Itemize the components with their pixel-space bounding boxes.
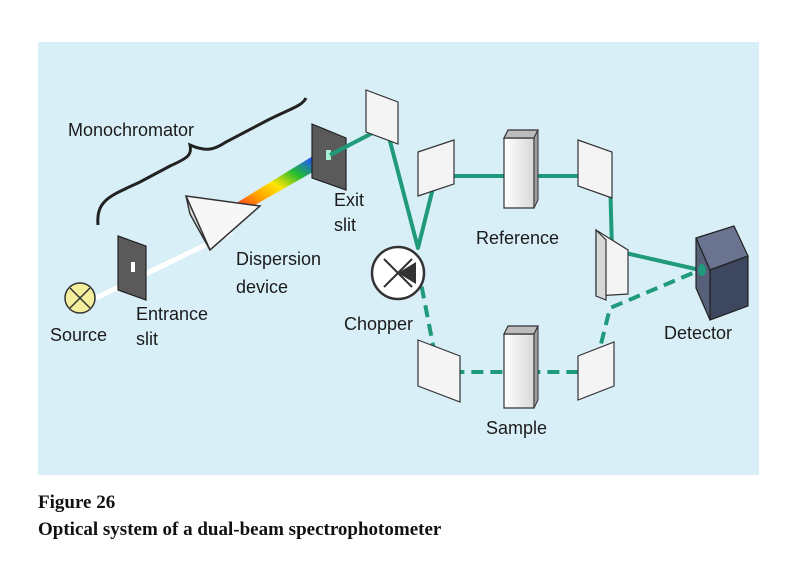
dispersion-spectrum: [238, 148, 334, 210]
label-chopper: Chopper: [344, 314, 413, 334]
exit-slit-plate: [311, 123, 347, 191]
entrance-slit-plate: [117, 235, 147, 301]
source-lamp: [64, 282, 96, 314]
label-entrance-slit-line1: Entrance: [136, 304, 208, 324]
figure-title: Optical system of a dual-beam spectropho…: [38, 519, 442, 540]
figure-number: Figure 26: [38, 492, 116, 513]
dispersion-prism: [184, 195, 262, 252]
label-exit-slit-line1: Exit: [334, 190, 364, 210]
mirror-2: [417, 139, 455, 197]
monochromator-brace: [96, 97, 308, 226]
sample-cuvette: [503, 325, 539, 409]
label-reference: Reference: [476, 228, 559, 248]
reference-cuvette: [503, 129, 539, 209]
label-detector: Detector: [664, 323, 732, 343]
mirror-6: [577, 341, 615, 401]
label-dispersion-line2: device: [236, 277, 288, 297]
detector-box: [695, 225, 749, 321]
mirror-1: [365, 89, 399, 145]
label-sample: Sample: [486, 418, 547, 438]
mirror-5: [417, 339, 461, 403]
label-source: Source: [50, 325, 107, 345]
label-entrance-slit-line2: slit: [136, 329, 158, 349]
mirror-4: [595, 228, 629, 301]
label-exit-slit-line2: slit: [334, 215, 356, 235]
label-monochromator: Monochromator: [68, 120, 194, 140]
mirror-3: [577, 139, 613, 199]
reference-beam: [329, 124, 701, 272]
chopper-wheel: [370, 245, 426, 301]
label-dispersion-line1: Dispersion: [236, 249, 321, 269]
